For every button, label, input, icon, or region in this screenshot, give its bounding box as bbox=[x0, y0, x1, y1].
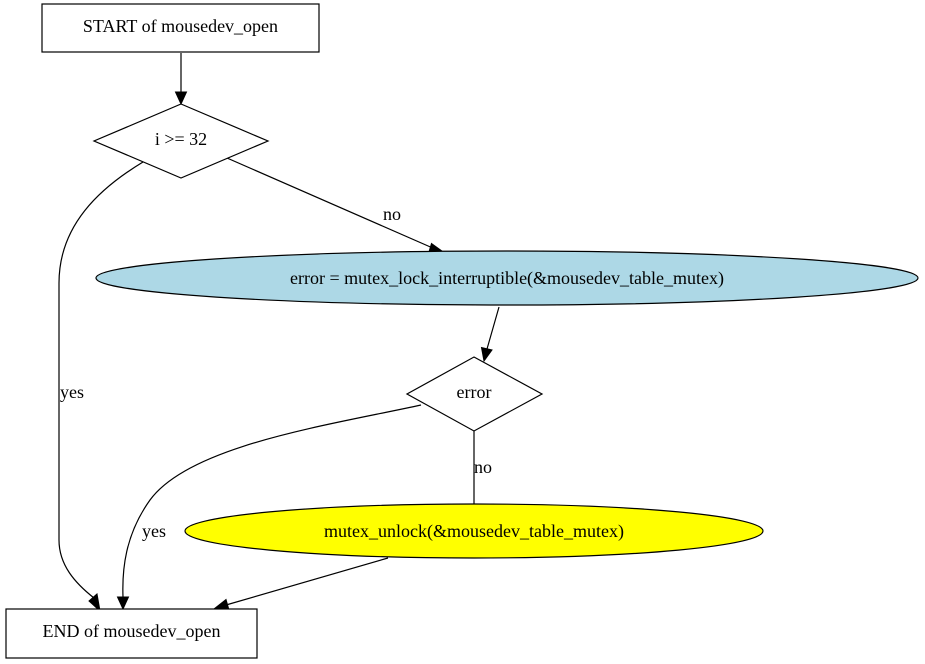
edge-lock-to-condition-error bbox=[480, 306, 500, 363]
condition-i-diamond bbox=[92, 103, 270, 179]
condition-error-label: error bbox=[457, 382, 492, 402]
edge-condition-error-yes: yes bbox=[116, 404, 422, 611]
unlock-label: mutex_unlock(&mousedev_table_mutex) bbox=[324, 521, 624, 542]
edge-label-error-no: no bbox=[474, 457, 492, 477]
edge-unlock-to-end bbox=[212, 557, 389, 611]
edge-label-i-no: no bbox=[383, 204, 401, 224]
edge-condition-i-no: no bbox=[226, 157, 448, 255]
unlock-ellipse bbox=[184, 503, 764, 559]
end-label: END of mousedev_open bbox=[43, 621, 221, 641]
lock-label: error = mutex_lock_interruptible(&moused… bbox=[290, 268, 724, 289]
node-condition-i: i >= 32 bbox=[92, 103, 270, 179]
start-box bbox=[41, 3, 320, 53]
edge-start-to-condition-i bbox=[174, 53, 188, 106]
condition-error-diamond bbox=[405, 356, 544, 432]
end-box bbox=[5, 608, 258, 659]
edge-label-error-yes: yes bbox=[142, 521, 166, 541]
start-label: START of mousedev_open bbox=[83, 16, 278, 36]
node-lock: error = mutex_lock_interruptible(&moused… bbox=[95, 250, 919, 306]
node-condition-error: error bbox=[405, 356, 544, 432]
node-start: START of mousedev_open bbox=[41, 3, 320, 53]
edge-label-i-yes: yes bbox=[60, 382, 84, 402]
node-end: END of mousedev_open bbox=[5, 608, 258, 659]
condition-i-label: i >= 32 bbox=[155, 129, 207, 149]
lock-ellipse bbox=[95, 250, 919, 306]
node-unlock: mutex_unlock(&mousedev_table_mutex) bbox=[184, 503, 764, 559]
edge-condition-i-yes: yes bbox=[58, 161, 144, 613]
